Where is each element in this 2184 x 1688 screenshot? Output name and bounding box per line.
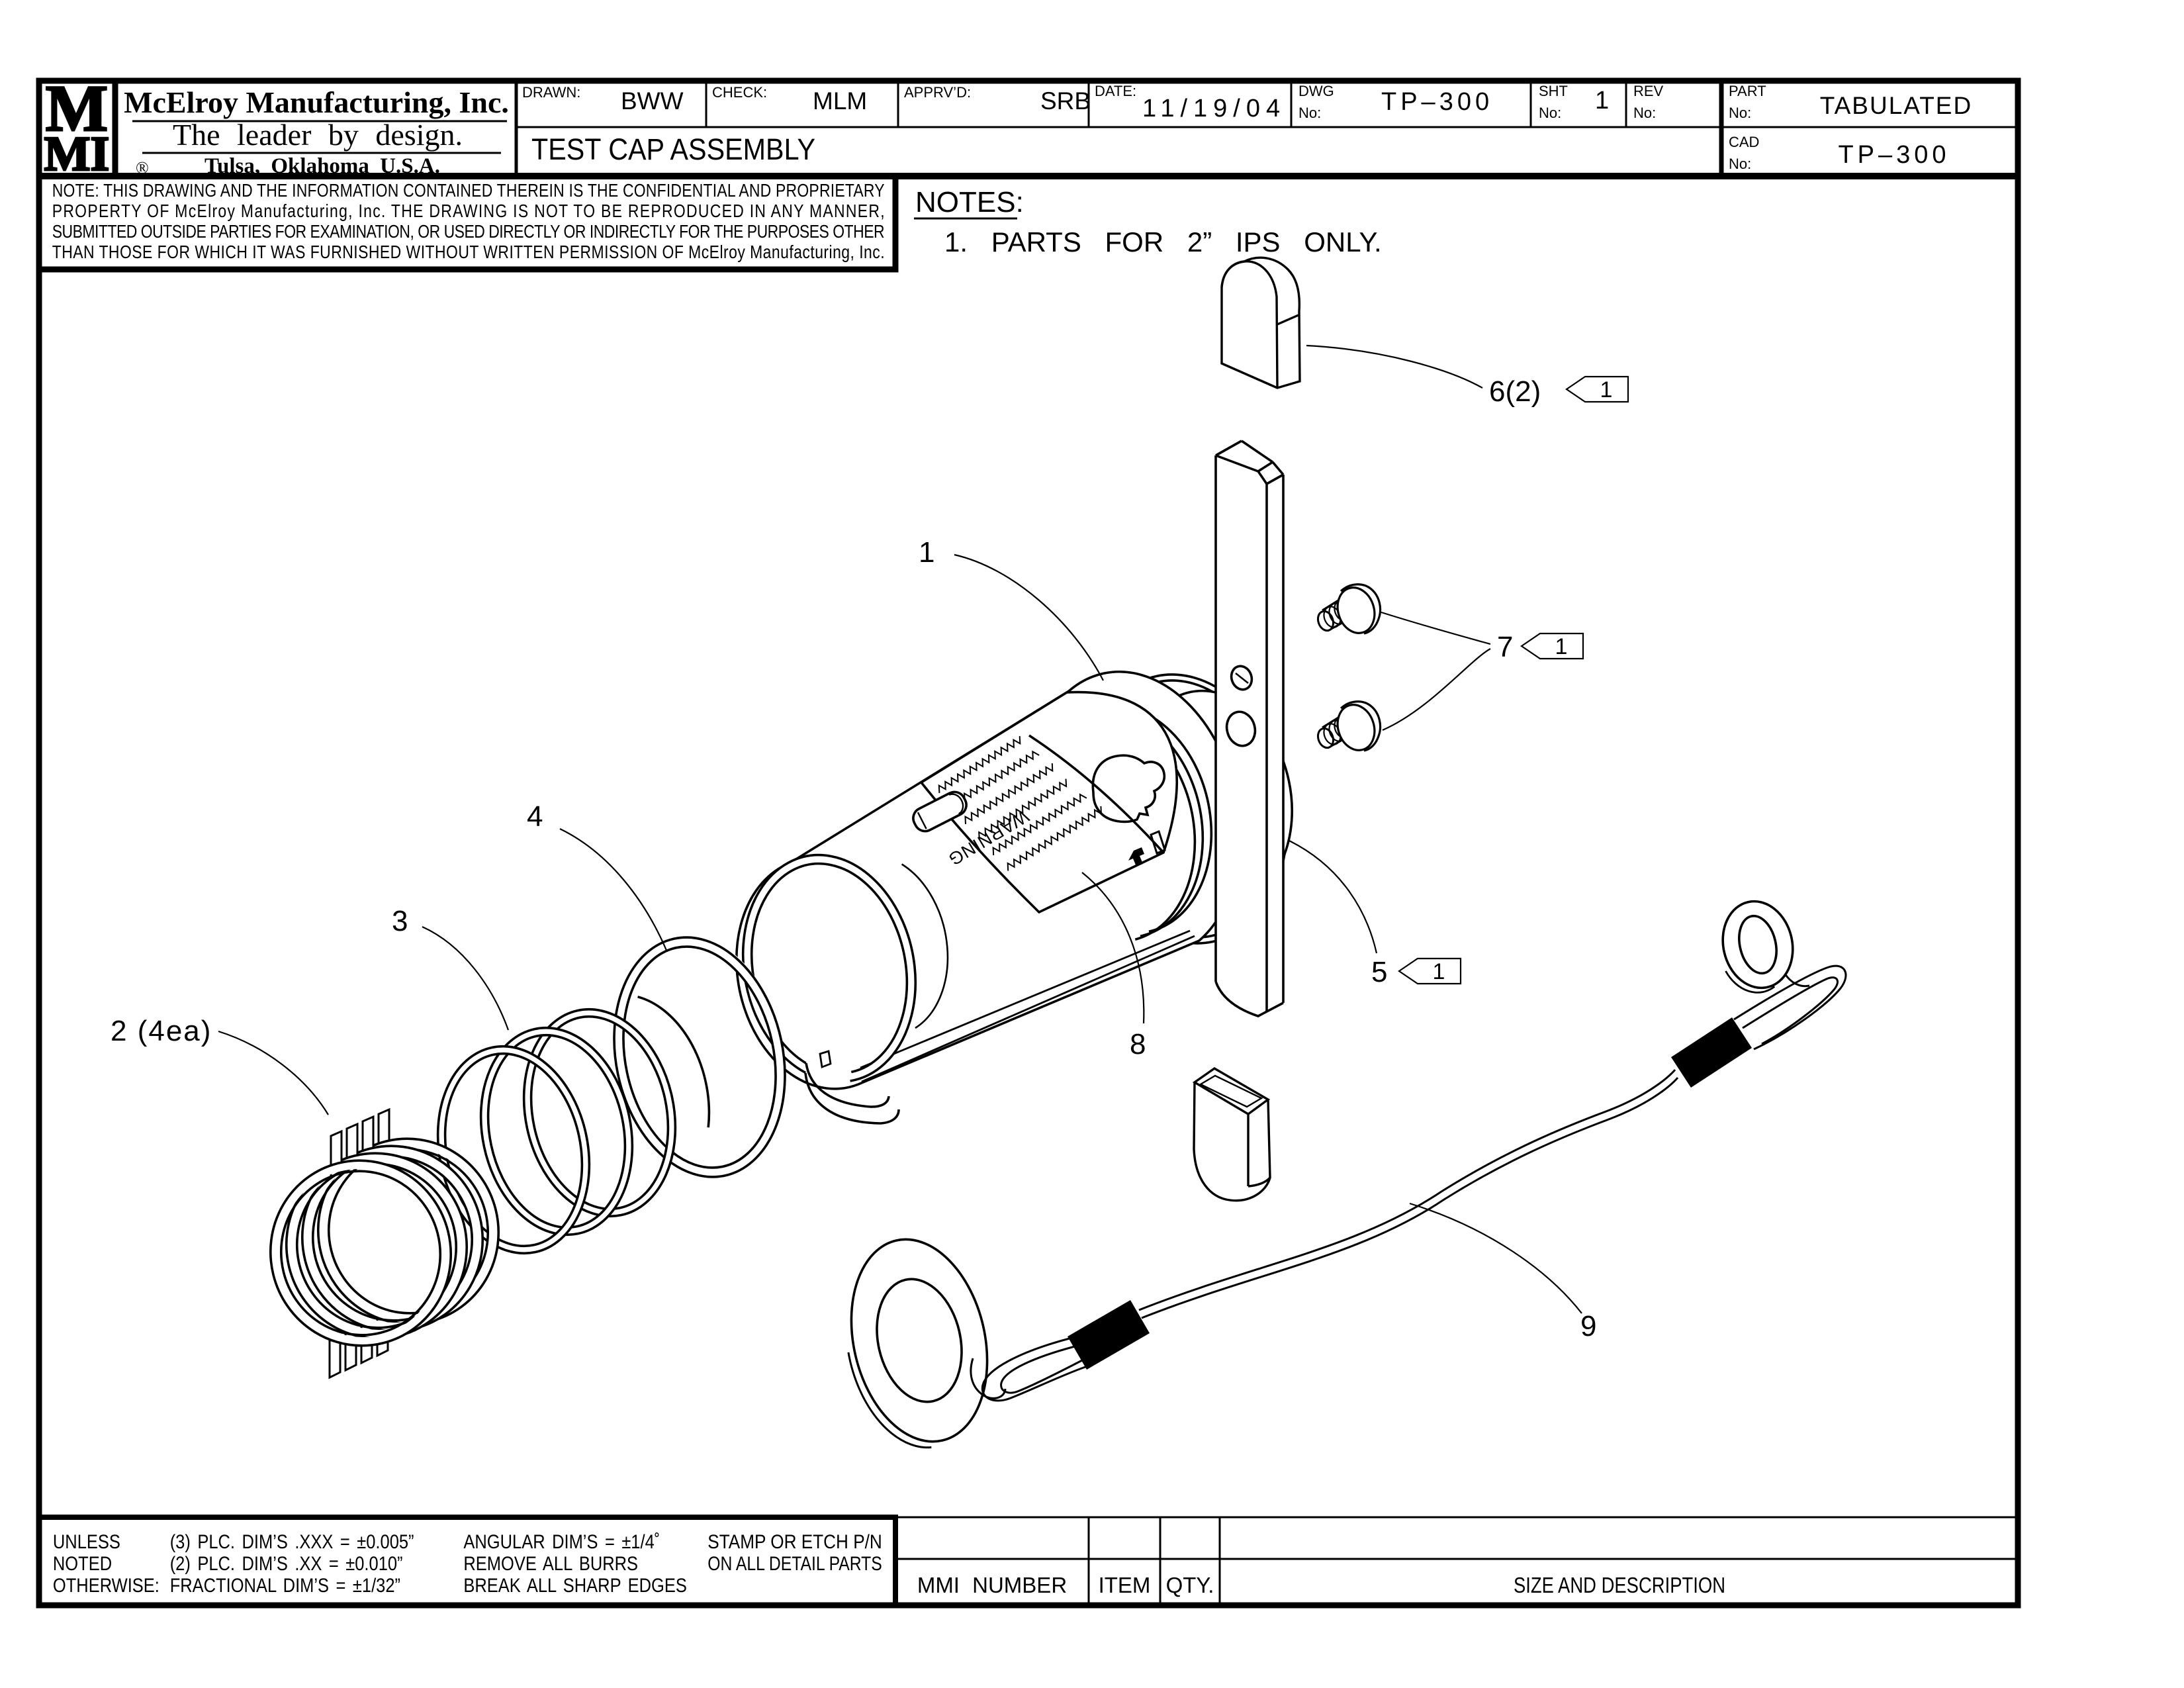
svg-text:7: 7: [1497, 631, 1513, 663]
svg-text:McElroy Manufacturing, Inc.: McElroy Manufacturing, Inc.: [124, 85, 509, 119]
svg-text:1: 1: [1600, 377, 1613, 402]
svg-text:DATE:: DATE:: [1095, 83, 1136, 99]
svg-text:SUBMITTED OUTSIDE PARTIES FOR: SUBMITTED OUTSIDE PARTIES FOR EXAMINATIO…: [52, 222, 885, 242]
svg-text:9: 9: [1580, 1310, 1596, 1342]
svg-text:THAN THOSE FOR WHICH IT WAS FU: THAN THOSE FOR WHICH IT WAS FURNISHED WI…: [52, 242, 885, 263]
svg-text:The leader by design.: The leader by design.: [173, 118, 463, 152]
svg-text:BWW: BWW: [621, 87, 684, 115]
svg-text:2 (4ea): 2 (4ea): [111, 1015, 212, 1047]
svg-text:M: M: [46, 71, 108, 145]
svg-text:STAMP OR ETCH P/N: STAMP OR ETCH P/N: [707, 1530, 882, 1552]
svg-text:1: 1: [1433, 959, 1445, 984]
svg-text:REMOVE ALL BURRS: REMOVE ALL BURRS: [463, 1552, 638, 1574]
svg-text:MI: MI: [44, 127, 110, 181]
svg-text:1: 1: [1595, 87, 1609, 115]
svg-text:8: 8: [1130, 1028, 1146, 1060]
svg-text:No:: No:: [1729, 105, 1751, 121]
svg-text:SHT: SHT: [1539, 83, 1568, 99]
svg-text:BREAK ALL SHARP EDGES: BREAK ALL SHARP EDGES: [463, 1574, 686, 1596]
svg-text:NOTE: THIS DRAWING AND THE INF: NOTE: THIS DRAWING AND THE INFORMATION C…: [52, 181, 885, 201]
svg-text:FRACTIONAL DIM’S = ±1/32”: FRACTIONAL DIM’S = ±1/32”: [170, 1574, 400, 1596]
svg-text:No:: No:: [1633, 105, 1656, 121]
svg-text:TP–300: TP–300: [1838, 141, 1950, 169]
svg-text:(3) PLC. DIM’S .XXX = ±0.005”: (3) PLC. DIM’S .XXX = ±0.005”: [170, 1530, 414, 1552]
svg-text:®: ®: [136, 158, 149, 177]
svg-text:5: 5: [1371, 956, 1387, 988]
svg-text:No:: No:: [1539, 105, 1561, 121]
svg-text:MLM: MLM: [813, 87, 867, 115]
svg-text:ANGULAR DIM’S = ±1/4˚: ANGULAR DIM’S = ±1/4˚: [463, 1530, 660, 1552]
svg-text:(2) PLC. DIM’S .XX = ±0.010”: (2) PLC. DIM’S .XX = ±0.010”: [170, 1552, 403, 1574]
svg-text:TEST CAP ASSEMBLY: TEST CAP ASSEMBLY: [531, 132, 815, 166]
svg-text:Tulsa, Oklahoma U.S.A.: Tulsa, Oklahoma U.S.A.: [205, 154, 440, 178]
svg-text:SIZE AND DESCRIPTION: SIZE AND DESCRIPTION: [1514, 1573, 1725, 1597]
svg-text:CAD: CAD: [1729, 134, 1759, 150]
svg-text:11/19/04: 11/19/04: [1142, 95, 1286, 122]
svg-text:QTY.: QTY.: [1166, 1573, 1214, 1597]
svg-text:1: 1: [1555, 634, 1568, 659]
svg-text:MMI NUMBER: MMI NUMBER: [917, 1573, 1067, 1597]
svg-text:SRB: SRB: [1040, 87, 1091, 115]
svg-text:No:: No:: [1729, 156, 1751, 172]
svg-text:TP–300: TP–300: [1381, 88, 1493, 116]
svg-text:OTHERWISE:: OTHERWISE:: [53, 1574, 159, 1596]
svg-text:6(2): 6(2): [1489, 375, 1541, 408]
svg-text:NOTES:: NOTES:: [915, 186, 1024, 218]
svg-text:REV: REV: [1633, 83, 1664, 99]
svg-text:NOTED: NOTED: [53, 1552, 112, 1574]
svg-text:4: 4: [527, 800, 543, 833]
svg-text:ITEM: ITEM: [1099, 1573, 1151, 1597]
svg-text:PROPERTY OF McElroy Manufactur: PROPERTY OF McElroy Manufacturing, Inc. …: [52, 201, 885, 222]
svg-text:APPRV’D:: APPRV’D:: [904, 84, 971, 101]
svg-text:1: 1: [919, 536, 934, 569]
svg-text:TABULATED: TABULATED: [1820, 92, 1972, 119]
svg-text:CHECK:: CHECK:: [712, 84, 767, 101]
svg-text:1. PARTS FOR 2” IPS ONLY.: 1. PARTS FOR 2” IPS ONLY.: [944, 226, 1382, 258]
svg-text:No:: No:: [1298, 105, 1321, 121]
svg-text:DRAWN:: DRAWN:: [522, 84, 580, 101]
svg-text:DWG: DWG: [1298, 83, 1334, 99]
svg-text:3: 3: [392, 905, 408, 937]
svg-text:PART: PART: [1729, 83, 1766, 99]
svg-text:ON ALL DETAIL PARTS: ON ALL DETAIL PARTS: [707, 1552, 882, 1574]
svg-text:UNLESS: UNLESS: [53, 1530, 120, 1552]
